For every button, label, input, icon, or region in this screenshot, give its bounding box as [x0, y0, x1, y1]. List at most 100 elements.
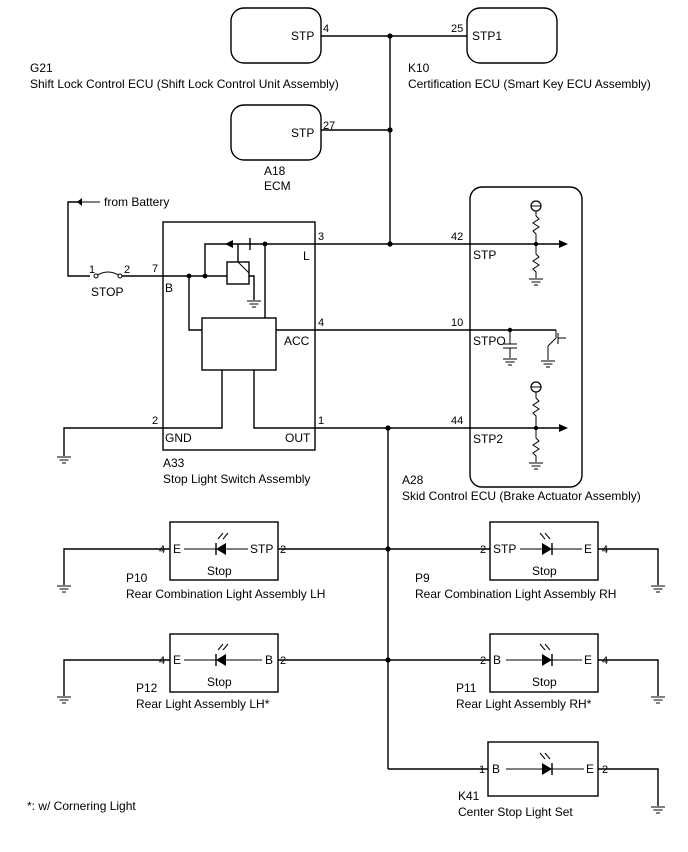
p9-lamp: Stop	[532, 564, 557, 578]
fuse-stop: from Battery 1 2 STOP	[67, 195, 169, 299]
k10-name: Certification ECU (Smart Key ECU Assembl…	[408, 77, 651, 91]
wire-p10-gnd	[63, 548, 170, 585]
a18-code: A18	[264, 164, 286, 178]
a33-code: A33	[163, 456, 185, 470]
a28-pin-stpo: 10	[451, 317, 463, 329]
p9-term-e: E	[584, 542, 592, 556]
k10-stp1-term: STP1	[472, 29, 502, 43]
p9-rear-combination-light-rh: STP E Stop 2 4 P9 Rear Combination Light…	[415, 521, 616, 601]
p9-code: P9	[415, 571, 430, 585]
a28-pin-stp: 42	[451, 231, 463, 243]
fuse-name: STOP	[91, 285, 123, 299]
a18-name: ECM	[264, 179, 291, 193]
a28-term-stp2: STP2	[473, 432, 503, 446]
k10-pin: 25	[451, 23, 463, 35]
a33-pin-gnd: 2	[152, 415, 158, 427]
fuse-pin2: 2	[124, 264, 130, 276]
wire-p11-gnd	[598, 659, 659, 696]
a33-term-acc: ACC	[284, 334, 310, 348]
g21-shift-lock-ecu: STP 4 G21 Shift Lock Control ECU (Shift …	[30, 7, 339, 91]
junction-dot	[387, 33, 393, 39]
ground-icon	[56, 696, 72, 704]
p10-pin-e: 4	[159, 544, 165, 556]
a28-term-stpo: STPO	[473, 334, 506, 348]
ground-icon	[650, 806, 666, 814]
p12-pin-e: 4	[159, 655, 165, 667]
a28-pin-stp2: 44	[451, 415, 463, 427]
p12-name: Rear Light Assembly LH*	[136, 697, 270, 711]
a18-ecm: STP 27 A18 ECM	[230, 104, 335, 193]
junction-dot	[387, 127, 393, 133]
ground-icon	[650, 585, 666, 593]
a33-pin-b: 7	[152, 263, 158, 275]
p10-name: Rear Combination Light Assembly LH	[126, 587, 325, 601]
p10-term-e: E	[173, 542, 181, 556]
g21-name: Shift Lock Control ECU (Shift Lock Contr…	[30, 77, 339, 91]
p12-term-e: E	[173, 653, 181, 667]
fuse-pin1: 1	[89, 264, 95, 276]
p12-pin-b: 2	[280, 655, 286, 667]
p10-lamp: Stop	[207, 564, 232, 578]
footnote: *: w/ Cornering Light	[27, 799, 136, 813]
a33-term-out: OUT	[285, 431, 311, 445]
k41-name: Center Stop Light Set	[458, 805, 573, 819]
a33-term-gnd: GND	[165, 431, 192, 445]
p12-code: P12	[136, 681, 158, 695]
p11-pin-e: 4	[602, 655, 608, 667]
k10-code: K10	[408, 61, 430, 75]
p11-code: P11	[456, 681, 477, 695]
a28-skid-control-ecu: STP STPO STP2 42 10 44 A28 Skid Control …	[402, 186, 641, 503]
ground-icon	[56, 585, 72, 593]
k41-center-stop-light: B E 1 2 K41 Center Stop Light Set	[458, 741, 608, 819]
p11-rear-light-rh: B E Stop 2 4 P11 Rear Light Assembly RH*	[456, 633, 608, 711]
g21-stp-term: STP	[291, 29, 314, 43]
battery-label: from Battery	[104, 195, 169, 209]
light-emission-icon	[539, 643, 551, 651]
light-emission-icon	[539, 752, 551, 760]
ground-icon	[56, 456, 72, 464]
p9-pin-e: 4	[602, 544, 608, 556]
wire-gnd	[63, 427, 163, 456]
p10-term-stp: STP	[250, 542, 273, 556]
p9-term-stp: STP	[493, 542, 516, 556]
p9-pin-stp: 2	[480, 544, 486, 556]
p11-term-e: E	[584, 653, 592, 667]
p11-term-b: B	[493, 653, 501, 667]
light-emission-icon	[539, 532, 551, 540]
g21-pin: 4	[323, 23, 329, 35]
a18-pin: 27	[323, 120, 335, 132]
p11-lamp: Stop	[532, 675, 557, 689]
g21-code: G21	[30, 61, 53, 75]
a33-pin-l: 3	[318, 231, 324, 243]
a28-name: Skid Control ECU (Brake Actuator Assembl…	[402, 489, 641, 503]
k41-code: K41	[458, 789, 480, 803]
a33-pin-acc: 4	[318, 317, 324, 329]
a28-term-stp: STP	[473, 248, 496, 262]
light-emission-icon	[217, 643, 229, 651]
a33-term-b: B	[165, 281, 173, 295]
p10-pin-stp: 2	[280, 544, 286, 556]
k41-term-e: E	[586, 762, 594, 776]
p11-pin-b: 2	[480, 655, 486, 667]
p10-rear-combination-light-lh: E STP Stop 4 2 P10 Rear Combination Ligh…	[126, 521, 325, 601]
k10-certification-ecu: STP1 25 K10 Certification ECU (Smart Key…	[408, 7, 651, 91]
a28-code: A28	[402, 473, 424, 487]
wire-k41-gnd	[598, 768, 659, 806]
p12-rear-light-lh: E B Stop 4 2 P12 Rear Light Assembly LH*	[136, 633, 286, 711]
k41-term-b: B	[492, 762, 500, 776]
k41-pin-b: 1	[479, 764, 485, 776]
a18-stp-term: STP	[291, 126, 314, 140]
wire-p9-gnd	[598, 548, 659, 585]
a33-stop-light-switch: B L ACC GND OUT 7 3 4 2 1 A33 Stop Light…	[152, 221, 324, 486]
a33-term-l: L	[303, 249, 310, 263]
p10-code: P10	[126, 571, 148, 585]
p11-name: Rear Light Assembly RH*	[456, 697, 592, 711]
light-emission-icon	[217, 532, 229, 540]
p12-term-b: B	[265, 653, 273, 667]
p9-name: Rear Combination Light Assembly RH	[415, 587, 616, 601]
wire-p12-gnd	[63, 659, 170, 696]
p12-lamp: Stop	[207, 675, 232, 689]
k41-pin-e: 2	[602, 764, 608, 776]
ground-icon	[650, 696, 666, 704]
